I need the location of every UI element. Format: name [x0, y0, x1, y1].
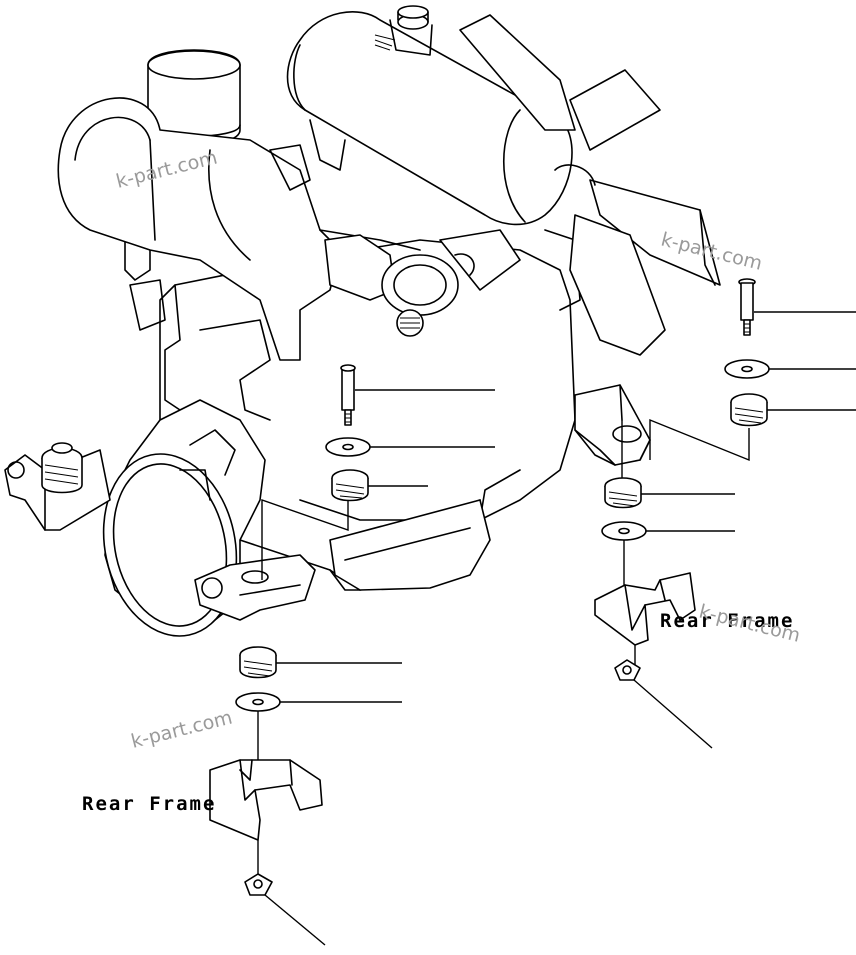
right-mount-stack: [594, 278, 770, 749]
cooling-fan: [459, 14, 721, 356]
rear-frame-label-right: Rear Frame: [660, 610, 794, 632]
rear-frame-label-left: Rear Frame: [82, 793, 216, 815]
muffler: [269, 5, 573, 226]
watermark-bottom-left: k-part.com: [129, 706, 235, 752]
watermark-mid-right: k-part.com: [697, 601, 803, 647]
turbo-pipe: [324, 229, 521, 337]
engine-block: [124, 224, 581, 591]
front-mount-bracket-right: [574, 384, 651, 466]
air-cleaner-left: [57, 49, 421, 361]
callout-leaders: [276, 311, 856, 703]
left-mount-stack: [209, 364, 371, 946]
flywheel-housing: [4, 399, 316, 637]
